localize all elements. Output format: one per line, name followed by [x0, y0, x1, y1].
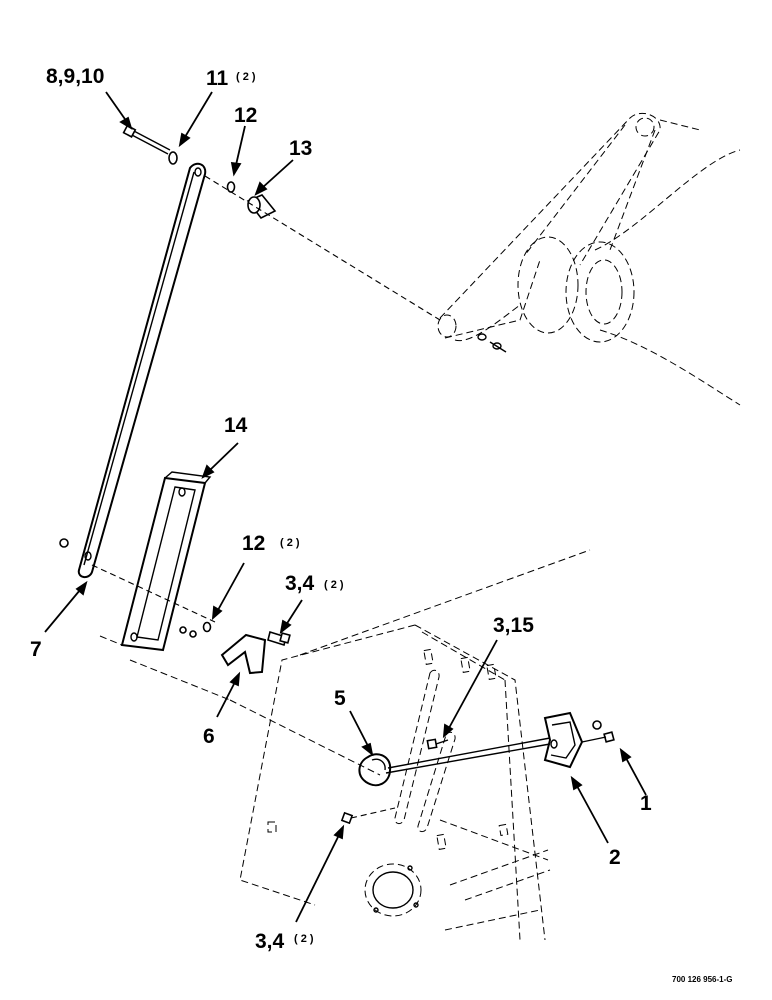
callout-11-quantity: ( 2 )	[236, 71, 256, 83]
mounting-plate	[239, 624, 551, 941]
callout-12-mid-quantity: ( 2 )	[280, 537, 300, 549]
callout-3-4-bottom-quantity: ( 2 )	[294, 933, 314, 945]
phantom-pivot-assembly	[437, 112, 741, 406]
callout-7: 7	[30, 638, 42, 661]
clip-2	[543, 711, 615, 769]
callout-12-top: 12	[234, 104, 257, 127]
callout-11: 11	[206, 67, 229, 90]
link-rod	[77, 162, 207, 578]
clip-6	[220, 630, 291, 675]
bracket-14	[120, 471, 212, 652]
reference-lines	[99, 549, 591, 776]
callout-3-4-top: 3,4	[285, 572, 315, 595]
knob-assembly	[340, 737, 551, 825]
callout-3-4-top-quantity: ( 2 )	[324, 579, 344, 591]
callout-8-9-10: 8,9,10	[46, 65, 104, 88]
leader-arrows	[44, 91, 647, 923]
document-number: 700 126 956-1-G	[672, 975, 733, 984]
callout-5: 5	[334, 687, 346, 710]
callout-3-4-bottom: 3,4	[255, 930, 285, 953]
lower-link-hardware	[59, 538, 216, 638]
callout-3-15: 3,15	[493, 614, 534, 637]
callout-14: 14	[224, 414, 248, 437]
callout-6: 6	[203, 725, 215, 748]
callout-13: 13	[289, 137, 312, 160]
callout-1: 1	[640, 792, 652, 815]
callout-2: 2	[609, 846, 621, 869]
callout-12-mid: 12	[242, 532, 265, 555]
top-hardware	[122, 124, 441, 321]
